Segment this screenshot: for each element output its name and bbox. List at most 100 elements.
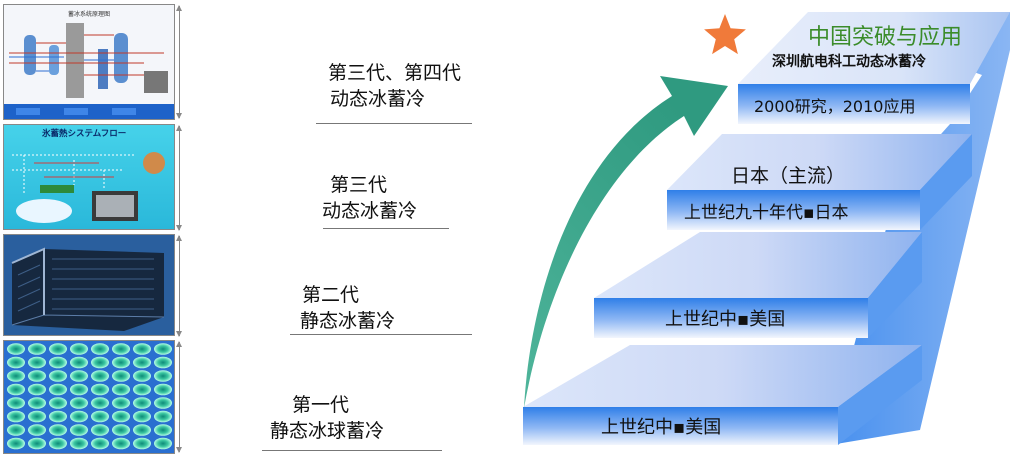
step-3-label: 上世纪九十年代▪日本: [684, 203, 849, 223]
ice-ball-grid-image: [4, 341, 174, 453]
ice-ball: [70, 397, 88, 409]
ice-ball: [133, 370, 151, 382]
ice-ball: [154, 383, 172, 396]
ice-ball: [49, 383, 67, 396]
ice-ball: [133, 343, 151, 355]
ice-ball: [49, 397, 67, 409]
ice-ball: [112, 397, 130, 409]
ice-ball: [112, 370, 130, 382]
ice-ball: [154, 343, 172, 355]
ice-ball: [133, 410, 151, 423]
generation-title: 第三代、第四代: [328, 62, 462, 84]
step-2-front: [594, 298, 868, 338]
ice-ball: [49, 410, 67, 423]
step-1-side: [838, 345, 922, 445]
step-2-label: 上世纪中▪美国: [665, 309, 785, 330]
generation-type: 动态冰蓄冷: [330, 88, 426, 110]
step-3-top-label: 日本（主流）: [731, 165, 845, 187]
ice-ball: [7, 356, 25, 369]
ice-ball: [154, 370, 172, 382]
growth-arrow: [524, 76, 728, 408]
ice-ball: [133, 397, 151, 409]
ice-ball: [49, 437, 67, 450]
ice-ball: [91, 356, 109, 369]
ice-ball: [154, 410, 172, 423]
ice-ball: [112, 356, 130, 369]
ice-ball: [28, 397, 46, 409]
ice-ball: [28, 370, 46, 382]
ice-ball: [7, 343, 25, 355]
ice-ball: [7, 437, 25, 450]
ice-ball: [154, 397, 172, 409]
underline-2: [323, 228, 449, 229]
ice-ball: [28, 343, 46, 355]
ice-storage-flow-title: 氷蓄熱システムフロー: [41, 128, 126, 139]
ice-ball: [133, 383, 151, 396]
ice-storage-flow-image: 氷蓄熱システムフロー: [4, 125, 174, 229]
ice-ball: [70, 437, 88, 450]
step-3-side: [920, 134, 972, 230]
range-indicator-2: [176, 125, 182, 231]
generation-title: 第一代: [292, 394, 350, 416]
ice-ball: [7, 383, 25, 396]
ice-ball: [7, 397, 25, 409]
underline-3: [290, 334, 472, 335]
range-indicator-3: [176, 235, 182, 337]
ice-ball: [28, 410, 46, 423]
ice-ball: [91, 410, 109, 423]
generation-type: 动态冰蓄冷: [322, 200, 418, 222]
generation-label-1: 第一代 静态冰球蓄冷: [270, 392, 384, 444]
ice-ball: [154, 424, 172, 436]
ice-ball: [49, 356, 67, 369]
system-diagram-image: 蓄冰系统原理图: [4, 5, 174, 119]
generation-label-3: 第三代 动态冰蓄冷: [322, 172, 417, 224]
generation-type: 静态冰蓄冷: [300, 310, 396, 332]
panel-ice-storage-flow: 氷蓄熱システムフロー: [3, 124, 175, 230]
ice-ball: [133, 356, 151, 369]
ice-ball: [133, 424, 151, 436]
ice-ball: [49, 424, 67, 436]
ice-ball: [91, 383, 109, 396]
ice-ball: [91, 343, 109, 355]
panel-ice-tank: [3, 234, 175, 336]
generation-label-2: 第二代 静态冰蓄冷: [300, 282, 396, 334]
ice-ball: [91, 370, 109, 382]
ice-ball: [91, 437, 109, 450]
step-1-label: 上世纪中▪美国: [601, 417, 721, 438]
ice-ball: [70, 424, 88, 436]
ice-ball: [133, 437, 151, 450]
step-2-side: [868, 232, 922, 338]
ice-ball: [112, 343, 130, 355]
ice-ball: [112, 383, 130, 396]
ice-ball: [28, 424, 46, 436]
range-indicator-4: [176, 341, 182, 453]
panel-system-diagram: 蓄冰系统原理图: [3, 4, 175, 120]
ice-ball: [49, 343, 67, 355]
ice-ball: [70, 410, 88, 423]
ice-ball: [112, 424, 130, 436]
generation-title: 第二代: [302, 284, 360, 306]
range-indicator-1: [176, 5, 182, 119]
step-4-label: 2000研究，2010应用: [754, 97, 915, 116]
ice-ball: [7, 424, 25, 436]
top-platform: [738, 12, 1010, 84]
ice-ball: [7, 370, 25, 382]
ice-ball: [7, 410, 25, 423]
generation-title: 第三代: [330, 174, 388, 196]
ice-ball: [70, 356, 88, 369]
ice-ball: [91, 424, 109, 436]
ice-ball: [28, 437, 46, 450]
panel-ice-ball-grid: [3, 340, 175, 454]
ice-ball: [70, 370, 88, 382]
step-4-front: [738, 84, 970, 124]
ice-ball: [112, 410, 130, 423]
ice-ball: [154, 356, 172, 369]
ice-ball: [49, 370, 67, 382]
step-3-front: [667, 190, 920, 230]
top-platform-title: 中国突破与应用: [808, 25, 962, 50]
ice-ball: [28, 383, 46, 396]
underline-1: [316, 123, 472, 124]
ice-tank-image: [4, 235, 174, 335]
ice-ball: [112, 437, 130, 450]
